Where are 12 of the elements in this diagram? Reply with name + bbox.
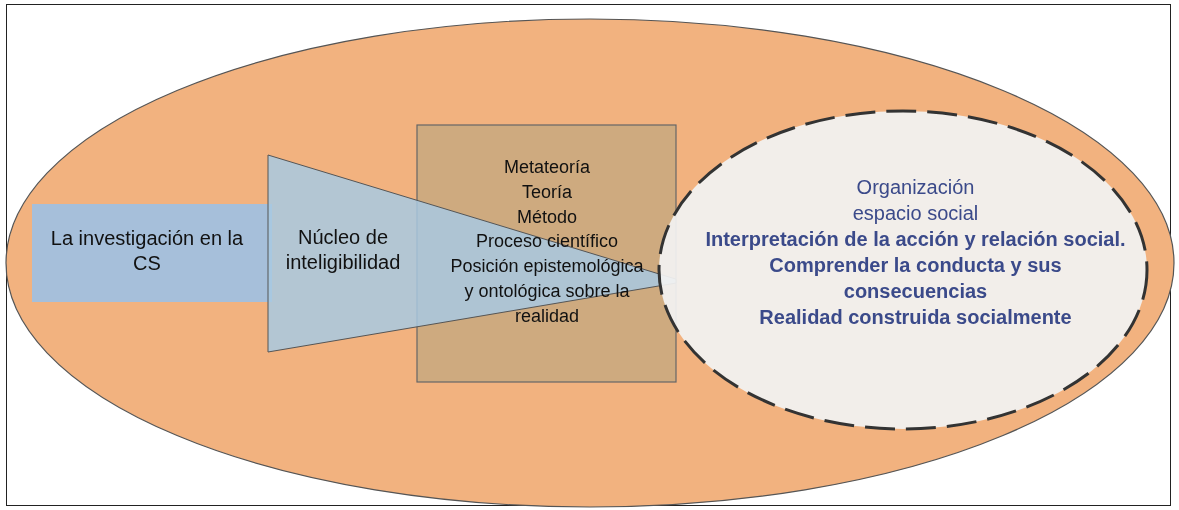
oval-background (5, 18, 1175, 508)
node-text: Método (515, 205, 578, 229)
dashed-oval (658, 110, 1148, 430)
node-text: Posición epistemológica y ontológica sobre la realidad (449, 255, 645, 328)
node-text: Realidad construida socialmente (758, 305, 1073, 330)
node-text: Núcleo de inteligibilidad (284, 225, 402, 275)
node-text: Metateoría (502, 156, 591, 179)
node-text: La investigación en la CS (49, 226, 245, 276)
node-text: Proceso científico (474, 230, 620, 254)
node-text: Organización espacio social (851, 175, 980, 226)
node-text: Interpretación de la acción y relación social. Comprender la conducta y sus consecuencias (704, 227, 1127, 304)
node-text: Teoría (521, 180, 573, 204)
